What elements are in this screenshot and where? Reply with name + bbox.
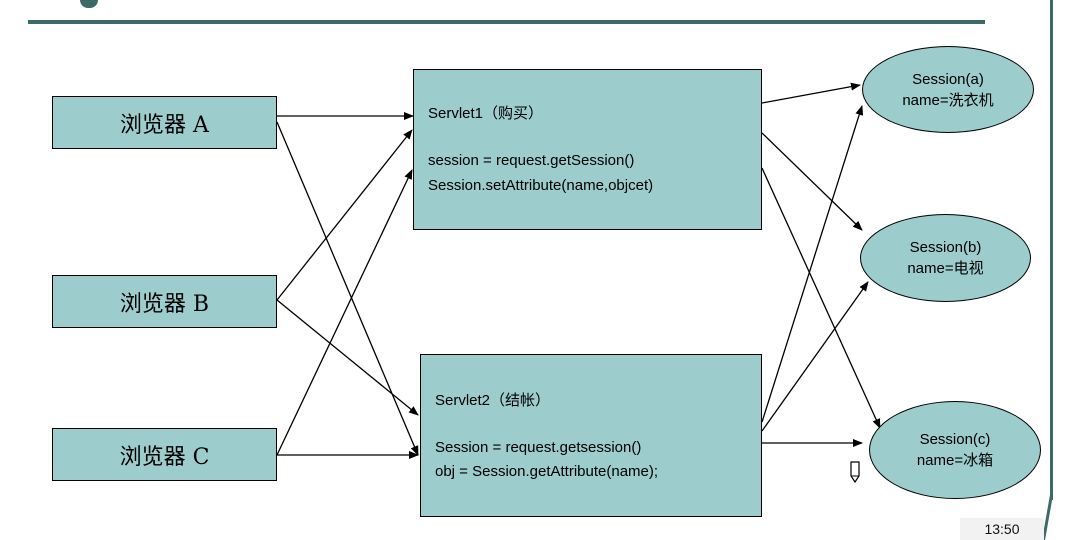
session-c-name: name=冰箱: [916, 452, 994, 469]
session-b-name: name=电视: [907, 260, 984, 277]
servlet2-box: Servlet2（结帐） Session = request.getsessio…: [420, 354, 762, 517]
servlet1-box: Servlet1（购买） session = request.getSessio…: [413, 69, 762, 230]
arrow-c-to-servlet1: [276, 169, 413, 456]
pencil-cursor-icon: [850, 461, 860, 484]
session-c-ellipse: Session(c) name=冰箱: [869, 401, 1041, 499]
arrow-b-to-servlet1: [276, 129, 413, 301]
browser-b-label: 浏览器 B: [119, 291, 210, 317]
servlet2-code-line-1: Session = request.getsession(): [435, 439, 642, 456]
servlet1-code-line-2: Session.setAttribute(name,objcet): [428, 177, 654, 194]
browser-c-box: 浏览器 C: [52, 428, 277, 481]
session-a-id: Session(a): [912, 70, 984, 88]
header-rule: [28, 20, 985, 24]
browser-b-box: 浏览器 B: [52, 275, 277, 328]
arrow-servlet1-to-session-c: [761, 167, 881, 429]
video-timestamp: 13:50: [960, 518, 1044, 540]
arrow-b-to-servlet2: [276, 299, 419, 416]
title-fragment: [80, 0, 98, 8]
arrow-servlet1-to-session-b: [761, 132, 863, 231]
servlet2-code-line-2: obj = Session.getAttribute(name);: [435, 463, 659, 480]
browser-a-label: 浏览器 A: [120, 112, 209, 138]
session-b-ellipse: Session(b) name=电视: [860, 214, 1031, 302]
servlet1-code-line-1: session = request.getSession(): [428, 152, 635, 169]
browser-a-box: 浏览器 A: [52, 96, 277, 149]
arrow-servlet1-to-session-a: [761, 82, 861, 104]
session-b-id: Session(b): [909, 239, 982, 256]
session-a-ellipse: Session(a) name=洗衣机: [862, 46, 1034, 133]
slide-right-border: [1050, 0, 1053, 500]
arrow-a-to-servlet2: [276, 121, 419, 456]
session-c-id: Session(c): [919, 431, 991, 448]
servlet1-title: Servlet1（购买）: [428, 105, 544, 122]
arrow-servlet2-to-session-a: [761, 105, 864, 423]
arrow-servlet2-to-session-b: [761, 281, 869, 432]
session-a-name: name=洗衣机: [902, 91, 994, 109]
servlet2-title: Servlet2（结帐）: [435, 392, 551, 409]
browser-c-label: 浏览器 C: [119, 444, 210, 470]
